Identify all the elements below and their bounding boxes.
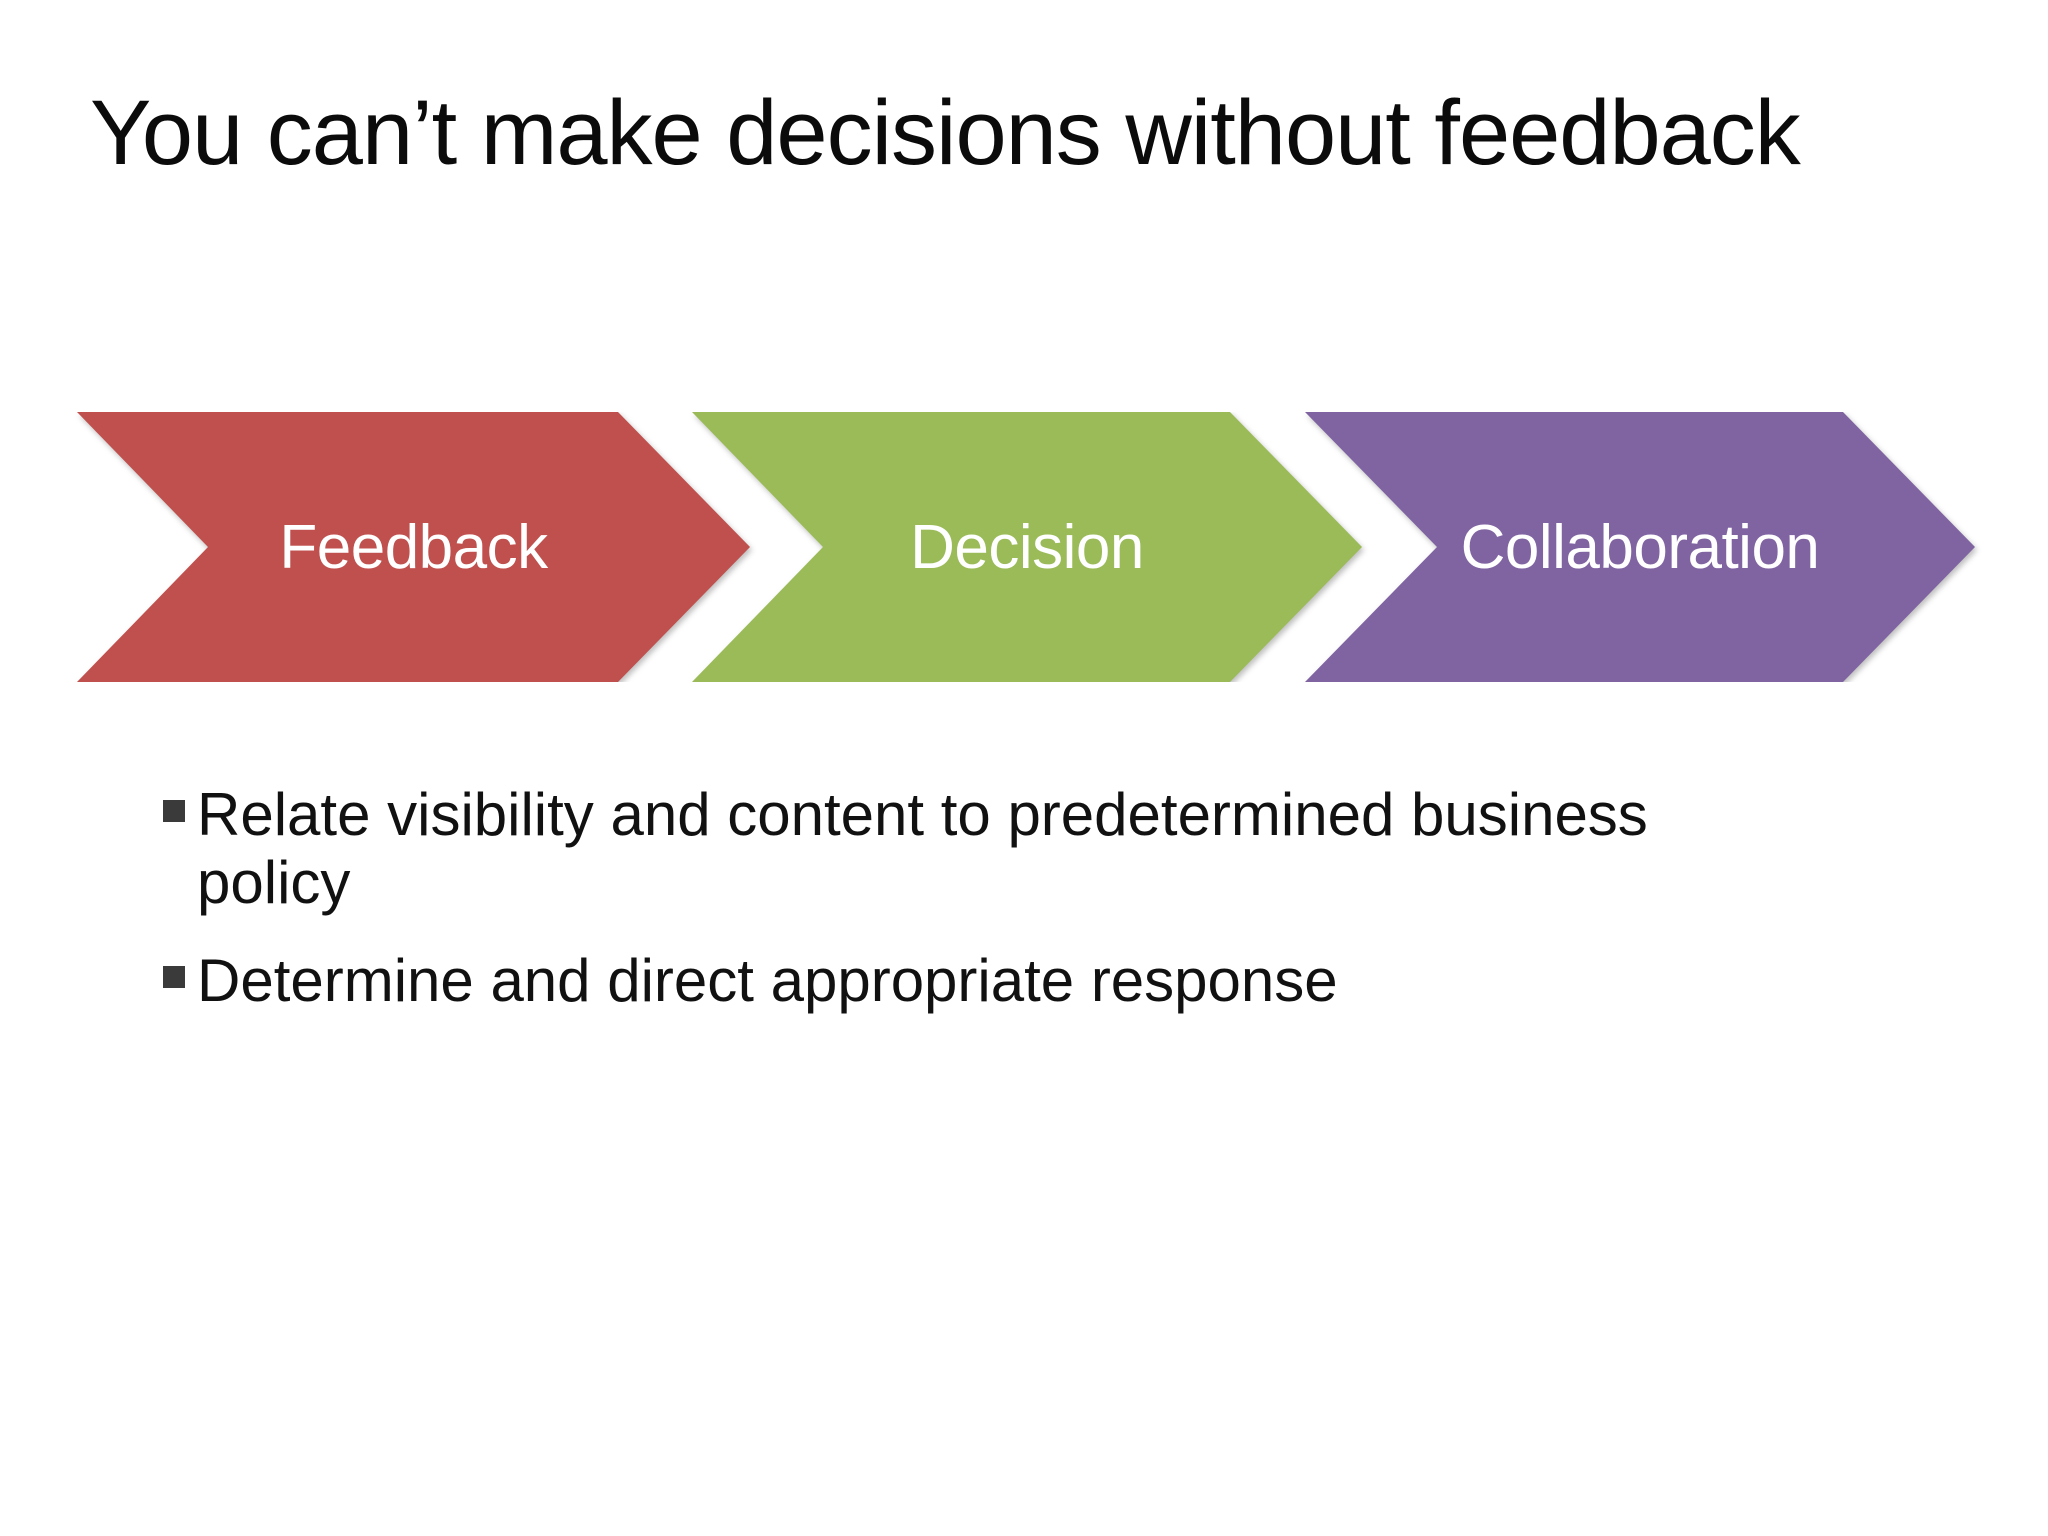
chevron-collaboration-shape xyxy=(1305,412,1975,682)
chevron-decision-shape xyxy=(692,412,1362,682)
bullet-square-icon xyxy=(163,966,185,988)
process-diagram xyxy=(0,412,2048,682)
bullet-square-icon xyxy=(163,800,185,822)
bullet-text-line: Determine and direct appropriate respons… xyxy=(197,947,1338,1014)
bullet-list: Relate visibility and content to predete… xyxy=(163,781,1803,1015)
page-title: You can’t make decisions without feedbac… xyxy=(90,82,1801,184)
bullet-text-line: Relate visibility and content to predete… xyxy=(197,781,1648,848)
bullet-text-line: policy xyxy=(197,849,351,916)
bullet-text: Relate visibility and content to predete… xyxy=(197,781,1648,917)
list-item: Determine and direct appropriate respons… xyxy=(163,947,1803,1015)
bullet-text: Determine and direct appropriate respons… xyxy=(197,947,1338,1015)
list-item: Relate visibility and content to predete… xyxy=(163,781,1803,917)
chevron-feedback-shape xyxy=(77,412,750,682)
